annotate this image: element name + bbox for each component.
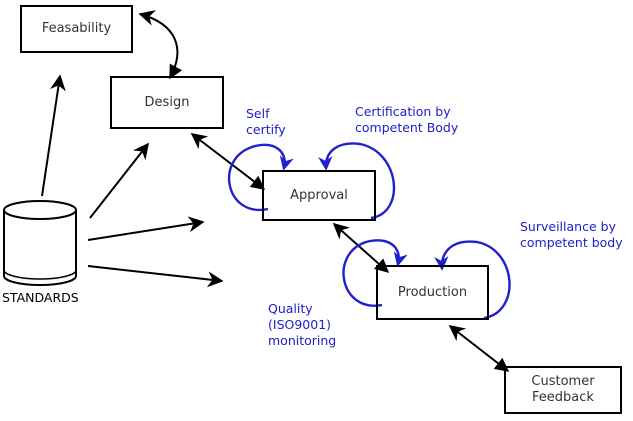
- node-feasability[interactable]: Feasability: [20, 5, 133, 53]
- node-approval-label: Approval: [290, 187, 348, 203]
- node-customer-feedback-label: Customer Feedback: [531, 374, 595, 405]
- node-production[interactable]: Production: [376, 265, 489, 320]
- node-standards-datastore[interactable]: [4, 201, 76, 285]
- node-design-label: Design: [144, 94, 190, 110]
- loop-self-certify: [227, 143, 294, 212]
- edge-standards-to-approval-area: [87, 216, 205, 241]
- edge-standards-to-design: [89, 142, 149, 219]
- edge-production-to-customer-feedback: [448, 325, 510, 372]
- node-design[interactable]: Design: [110, 76, 224, 129]
- node-standards-label: STANDARDS: [2, 290, 79, 305]
- annotation-quality-iso9001-monitoring: Quality (ISO9001) monitoring: [268, 301, 337, 348]
- loop-certification-by-competent-body: [318, 142, 396, 220]
- edge-standards-to-production-area: [87, 265, 224, 288]
- loop-quality-monitoring: [342, 239, 408, 307]
- edge-design-to-feasability: [138, 10, 183, 80]
- annotation-self-certify: Self certify: [246, 106, 286, 137]
- node-feasability-label: Feasability: [41, 21, 112, 36]
- annotation-certification-by-competent-body: Certification by competent Body: [355, 104, 459, 135]
- node-customer-feedback[interactable]: Customer Feedback: [504, 366, 622, 414]
- edge-design-to-approval: [190, 133, 266, 190]
- node-approval[interactable]: Approval: [262, 170, 376, 221]
- node-production-label: Production: [397, 284, 468, 300]
- edge-approval-to-production: [332, 222, 390, 273]
- annotation-surveillance-by-competent-body: Surveillance by competent body: [520, 219, 623, 250]
- edge-standards-to-feasability: [41, 74, 66, 197]
- loop-surveillance: [434, 240, 511, 320]
- standards-cylinder-shape: [3, 200, 77, 286]
